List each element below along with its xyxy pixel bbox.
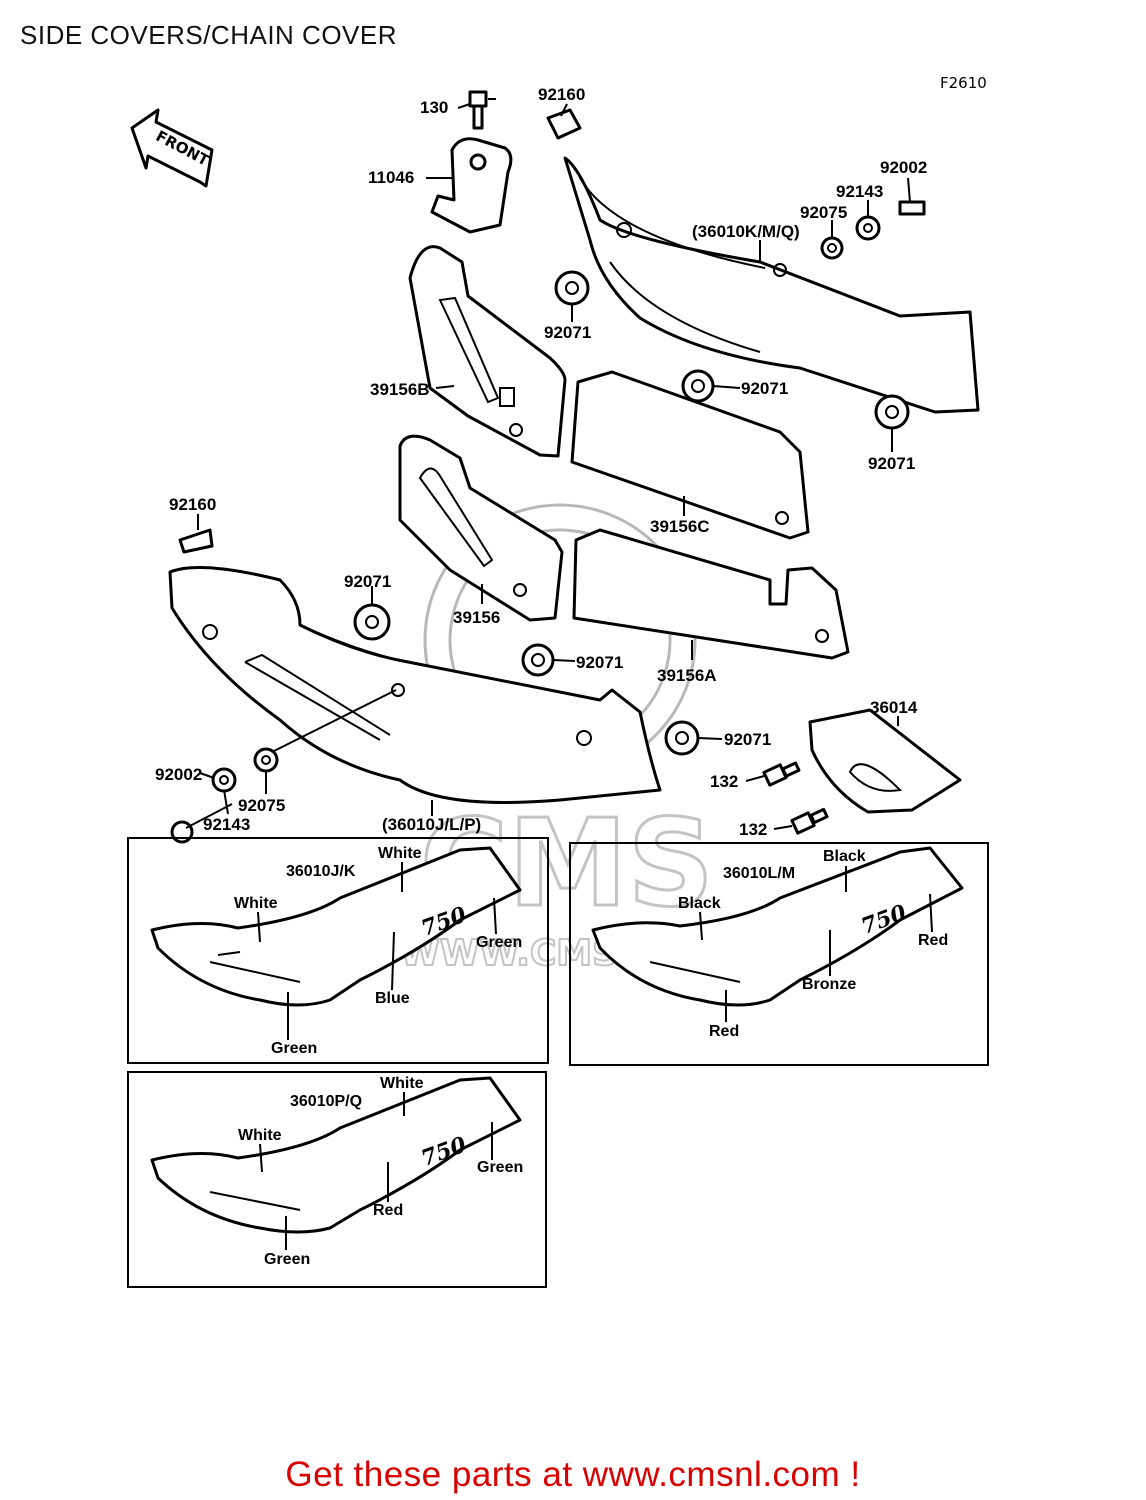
part-label-92071-a: 92071: [544, 323, 592, 342]
pad-39156c: [570, 370, 810, 540]
variant-1-color-bottom: Green: [271, 1040, 318, 1057]
part-label-132-b: 132: [739, 820, 768, 839]
side-cover-lower: [168, 566, 662, 804]
variant-leaders: [257, 862, 933, 1250]
part-label-130: 130: [420, 98, 449, 117]
part-label-39156: 39156: [453, 608, 501, 627]
part-label-92071-b: 92071: [741, 379, 789, 398]
part-label-36014: 36014: [870, 698, 918, 717]
front-arrow-icon: FRONT: [130, 108, 214, 188]
pad-39156b: [408, 245, 567, 458]
variant-3-color-right: Green: [477, 1159, 524, 1176]
part-label-39156a: 39156A: [657, 666, 717, 685]
variant-1-color-mid: Blue: [375, 990, 410, 1007]
clip-92160-left: [178, 528, 214, 554]
part-label-92160: 92160: [538, 85, 586, 104]
part-label-92071-f: 92071: [724, 730, 772, 749]
variant-2-color-top: Black: [823, 848, 866, 865]
part-label-92002-bottom: 92002: [155, 765, 203, 784]
variant-3-color-top: White: [380, 1075, 424, 1092]
variant-2-color-bottom: Red: [709, 1023, 740, 1040]
pad-39156a: [572, 528, 850, 660]
variant-3-color-mid: Red: [373, 1202, 404, 1219]
bolts-132: [762, 761, 829, 835]
bracket-11046: [430, 137, 513, 234]
part-label-36010kmq: (36010K/M/Q): [692, 222, 800, 241]
variant-box-1: 750: [127, 837, 549, 1064]
part-label-92071-c: 92071: [868, 454, 916, 473]
variant-1-color-right: Green: [476, 934, 523, 951]
part-label-92143: 92143: [836, 182, 884, 201]
part-label-92160-left: 92160: [169, 495, 217, 514]
variant-3-color-bottom: Green: [264, 1251, 311, 1268]
leader-lines: [197, 103, 911, 830]
part-label-92143-bottom: 92143: [203, 815, 251, 834]
part-label-92075-bottom: 92075: [238, 796, 286, 815]
variant-2-color-right: Red: [918, 932, 949, 949]
part-label-39156c: 39156C: [650, 517, 710, 536]
footer-link[interactable]: Get these parts at www.cmsnl.com !: [285, 1455, 861, 1494]
part-label-11046: 11046: [368, 168, 415, 187]
washers-middle: [353, 603, 700, 756]
part-label-39156b: 39156B: [370, 380, 430, 399]
variant-2-part: 36010L/M: [723, 865, 796, 882]
variant-3-part: 36010P/Q: [290, 1093, 363, 1110]
chain-cover-36014: [808, 708, 962, 814]
variant-1-color-top: White: [378, 845, 422, 862]
part-label-92071-e: 92071: [576, 653, 624, 672]
page-title: SIDE COVERS/CHAIN COVER: [20, 20, 398, 50]
variant-2-color-left: Black: [678, 895, 721, 912]
part-label-36010jlp: (36010J/L/P): [382, 815, 482, 834]
variant-1-part: 36010J/K: [286, 863, 356, 880]
side-cover-upper: [563, 156, 980, 414]
part-label-92002: 92002: [880, 158, 928, 177]
part-label-92071-d: 92071: [344, 572, 392, 591]
variant-2-color-mid: Bronze: [802, 976, 857, 993]
part-label-92075: 92075: [800, 203, 848, 222]
variant-1-color-left: White: [234, 895, 278, 912]
bolt-130: [468, 90, 496, 130]
figure-code: F2610: [940, 74, 987, 92]
part-label-132-a: 132: [710, 772, 739, 791]
variant-3-color-left: White: [238, 1127, 282, 1144]
clip-92160: [546, 108, 582, 140]
pad-39156: [398, 434, 564, 622]
